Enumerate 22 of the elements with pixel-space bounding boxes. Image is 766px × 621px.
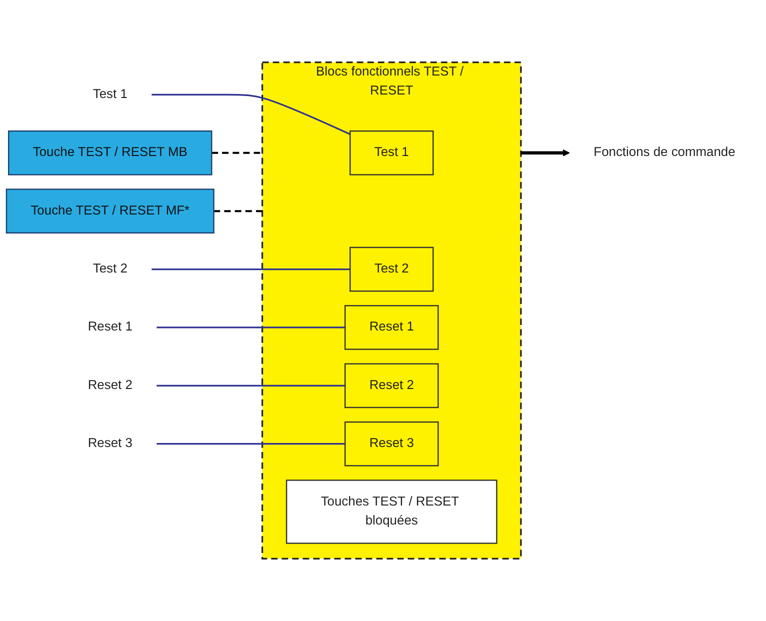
connector <box>156 443 346 445</box>
node-box: Test 1 <box>350 130 434 176</box>
node-text: Reset 3 <box>88 436 132 450</box>
connector <box>214 210 262 212</box>
node-box: Reset 2 <box>344 363 439 408</box>
node-text: Fonctions de commande <box>594 146 736 160</box>
node-text: Reset 2 <box>88 378 132 392</box>
connector <box>156 384 346 386</box>
node-box: Touche TEST / RESET MB <box>8 130 212 176</box>
node-text: Reset 1 <box>88 320 132 334</box>
connector <box>156 326 346 328</box>
node-box: Touche TEST / RESET MF* <box>6 188 214 234</box>
node-text: Test 2 <box>92 262 128 276</box>
connector <box>152 94 350 135</box>
connector <box>152 268 350 270</box>
node-box: Reset 1 <box>344 305 439 350</box>
node-box: Reset 3 <box>344 421 439 466</box>
node-text: Test 1 <box>92 87 128 102</box>
node-box: Touches TEST / RESET bloquées <box>286 480 498 544</box>
node-box: Test 2 <box>350 246 434 292</box>
connector <box>212 152 262 154</box>
arrow <box>520 149 570 156</box>
